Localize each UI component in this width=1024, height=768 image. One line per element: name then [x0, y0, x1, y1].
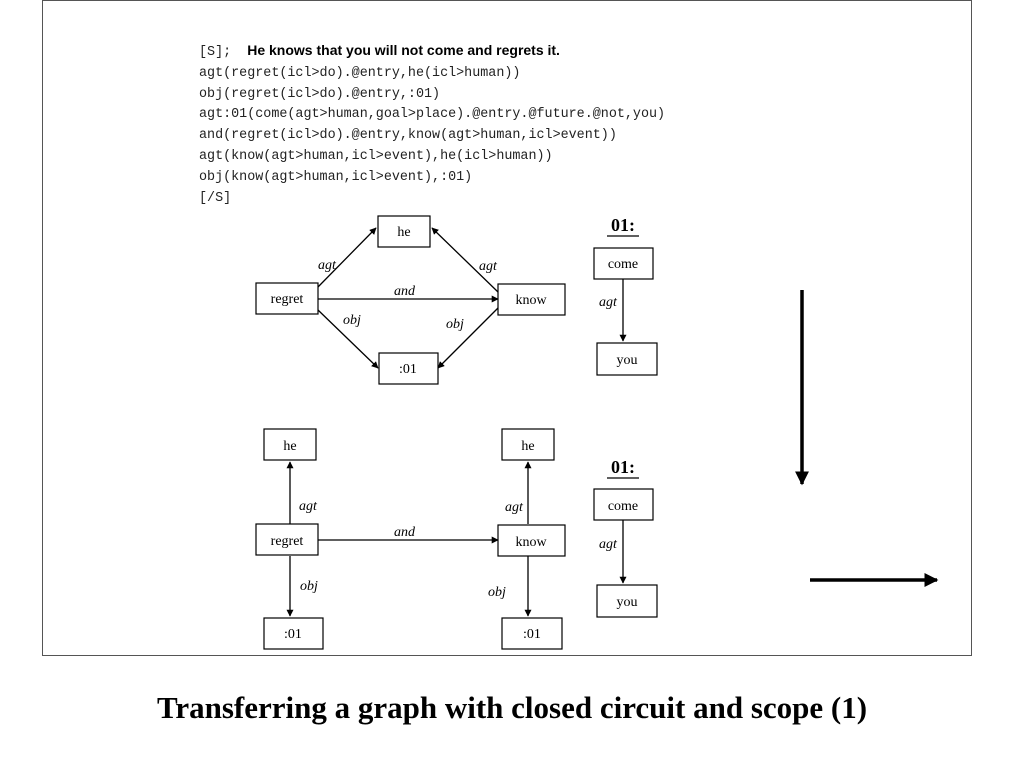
- node-come: come: [593, 247, 654, 280]
- node-come: come: [593, 488, 654, 521]
- edge-label-obj: obj: [446, 317, 464, 332]
- node-regret: regret: [255, 282, 319, 315]
- svg-text::01: :01: [284, 627, 302, 642]
- node-know: know: [497, 283, 566, 316]
- code-sentence: He knows that you will not come and regr…: [247, 42, 560, 58]
- node-he: he: [377, 215, 431, 248]
- edge-label-and: and: [394, 525, 416, 540]
- bottom-graph: agt agt and obj obj he he regret know :0…: [255, 428, 658, 650]
- svg-text:he: he: [521, 439, 534, 454]
- edge-know-he: [431, 227, 499, 293]
- edge-label-agt: agt: [505, 500, 524, 515]
- edge-label-obj: obj: [488, 585, 506, 600]
- svg-text::01: :01: [399, 362, 417, 377]
- node-he-right: he: [501, 428, 555, 461]
- unl-code-block: [S]; He knows that you will not come and…: [199, 40, 665, 209]
- svg-text:know: know: [515, 535, 547, 550]
- node-scope-ref-right: :01: [501, 617, 563, 650]
- svg-text::01: :01: [523, 627, 541, 642]
- edge-label-agt: agt: [318, 258, 337, 273]
- edge-label-agt: agt: [599, 295, 618, 310]
- code-close-tag: [/S]: [199, 190, 232, 206]
- svg-text:you: you: [617, 595, 638, 610]
- svg-text:you: you: [617, 353, 638, 368]
- svg-text:he: he: [397, 225, 410, 240]
- code-open-tag: [S];: [199, 45, 232, 60]
- node-scope-ref-left: :01: [263, 617, 324, 650]
- svg-text:regret: regret: [271, 534, 304, 549]
- edge-know-scope: [437, 307, 499, 369]
- edge-regret-scope: [317, 309, 379, 369]
- code-line: agt(regret(icl>do).@entry,he(icl>human)): [199, 65, 521, 81]
- code-line: obj(regret(icl>do).@entry,:01): [199, 86, 441, 102]
- svg-text:come: come: [608, 499, 638, 514]
- code-line: and(regret(icl>do).@entry,know(agt>human…: [199, 128, 617, 144]
- node-you: you: [596, 342, 658, 376]
- edge-label-agt: agt: [599, 537, 618, 552]
- edge-label-agt: agt: [299, 499, 318, 514]
- node-know: know: [497, 524, 566, 557]
- edge-label-obj: obj: [343, 313, 361, 328]
- code-header-line: [S]; He knows that you will not come and…: [199, 40, 665, 64]
- scope-title: 01:: [611, 457, 635, 477]
- node-he-left: he: [263, 428, 317, 461]
- node-regret: regret: [255, 523, 319, 556]
- node-you: you: [596, 584, 658, 618]
- svg-text:come: come: [608, 257, 638, 272]
- edge-label-and: and: [394, 284, 416, 299]
- slide-title: Transferring a graph with closed circuit…: [156, 690, 868, 725]
- svg-text:regret: regret: [271, 292, 304, 307]
- edge-label-obj: obj: [300, 579, 318, 594]
- top-graph: agt agt and obj obj he regret know :01 0…: [255, 215, 658, 385]
- svg-text:know: know: [515, 293, 547, 308]
- code-line: agt:01(come(agt>human,goal>place).@entry…: [199, 107, 666, 123]
- svg-text:he: he: [283, 439, 296, 454]
- scope-title: 01:: [611, 215, 635, 235]
- code-line: agt(know(agt>human,icl>event),he(icl>hum…: [199, 148, 553, 164]
- edge-regret-he: [317, 227, 377, 288]
- code-line: obj(know(agt>human,icl>event),:01): [199, 169, 473, 185]
- node-scope-ref: :01: [378, 352, 439, 385]
- edge-label-agt: agt: [479, 259, 498, 274]
